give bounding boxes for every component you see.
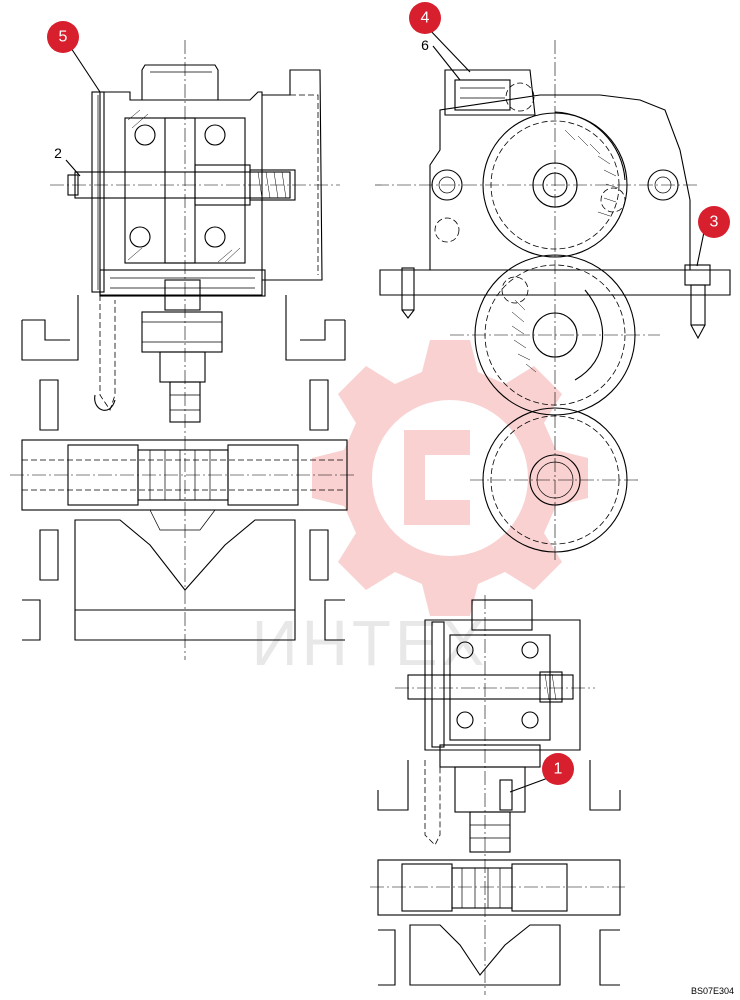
- callout-5: 5: [47, 21, 79, 53]
- watermark-gear-logo: [312, 340, 588, 616]
- callout-5-number: 5: [59, 29, 68, 46]
- callout-4-number: 4: [421, 10, 430, 27]
- callout-1: 1: [542, 753, 574, 785]
- right-top-gear-view: [375, 40, 731, 560]
- bottom-right-section-view: [370, 595, 625, 995]
- callout-3-number: 3: [710, 214, 719, 231]
- leader-lines: [65, 26, 705, 793]
- callout-4: 4: [409, 2, 441, 34]
- left-section-view: [10, 40, 355, 660]
- drawing-code: BS07E304: [691, 986, 734, 996]
- watermark-text: ИНТЕХ: [252, 607, 489, 679]
- callout-1-number: 1: [554, 761, 563, 778]
- callout-3: 3: [698, 206, 730, 238]
- part-label-2: 2: [54, 145, 62, 161]
- part-label-6: 6: [421, 37, 429, 53]
